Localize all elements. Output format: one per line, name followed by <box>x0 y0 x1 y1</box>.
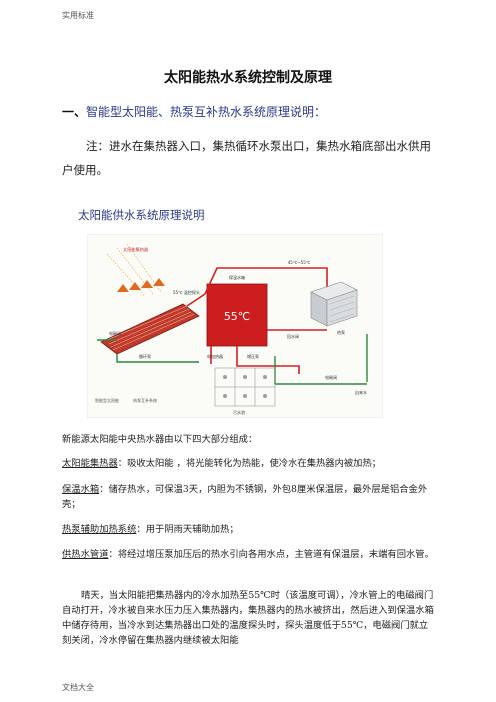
label-solar-collector: 太阳能集热器 <box>123 246 149 253</box>
note-paragraph: 注：进水在集热器入口，集热循环水泵出口，集热水箱底部出水供用户使用。 <box>62 139 431 177</box>
label-return-valve: 回水阀 <box>287 333 299 339</box>
page-footer: 文档大全 <box>62 683 94 692</box>
hot-pipes <box>186 267 328 374</box>
caption-left: 智能型太阳能 <box>95 397 119 403</box>
section-number: 一、 <box>62 105 87 119</box>
part-tank: 保温水箱：储存热水，可保温3天，内胆为不锈钢，外包8厘米保温层，最外层是铝合金外… <box>62 482 434 512</box>
collector-hats <box>117 278 165 292</box>
part-desc: ：吸收太阳能 ，将光能转化为热能，使冷水在集热器内被加热； <box>117 458 382 469</box>
label-insulated-tank: 保温水箱 <box>229 274 245 280</box>
label-heat-pump: 热泵 <box>337 329 345 335</box>
insulated-tank <box>206 283 268 347</box>
fixture-icons <box>223 375 267 398</box>
solar-collector-panel <box>100 303 200 355</box>
part-term: 供热水管道 <box>62 549 109 560</box>
part-desc: ：将经过增压泵加压后的热水引向各用水点，主管道有保温层，末端有回水管。 <box>108 549 434 560</box>
label-temp-sensor: 55℃ 温控探头 <box>173 289 200 295</box>
part-term: 热泵辅助加热系统 <box>62 524 137 535</box>
part-desc: ：储存热水，可保温3天，内胆为不锈钢，外包8厘米保温层，最外层是铝合金外壳； <box>62 484 428 510</box>
body-paragraph: 晴天，当太阳能把集热器内的冷水加热至55℃时（该温度可调），冷水管上的电磁阀门自… <box>62 590 434 646</box>
section-heading: 一、智能型太阳能、热泵互补热水系统原理说明： <box>62 103 326 120</box>
part-term: 保温水箱 <box>62 484 100 495</box>
label-tap-water: 自来水 <box>355 389 367 395</box>
label-makeup-valve: 电磁阀 <box>325 374 337 380</box>
part-heat-pump: 热泵辅助加热系统：用于阴雨天辅助加热； <box>62 522 434 537</box>
section-title: 智能型太阳能、热泵互补热水系统原理说明： <box>86 105 327 119</box>
system-diagram: 太阳能集热器 55℃ 保温水箱 55℃ 温控探头 45℃~55℃ 热泵 回水阀 <box>87 234 383 418</box>
caption-right: 热泵互补系统 <box>133 397 157 403</box>
part-pipes: 供热水管道：将经过增压泵加压后的热水引向各用水点，主管道有保温层，末端有回水管。 <box>62 547 434 562</box>
intro-text: 新能源太阳能中央热水器由以下四大部分组成： <box>62 434 258 445</box>
label-range: 45℃~55℃ <box>288 260 311 265</box>
label-circ-pump: 循环泵 <box>139 353 151 359</box>
part-desc: ：用于阴雨天辅助加热； <box>136 524 239 535</box>
label-solenoid-valve: 电磁阀 <box>109 330 121 336</box>
label-tank-temp: 55℃ <box>224 310 250 323</box>
label-boost-pump: 增压泵 <box>247 353 259 359</box>
heat-pump-unit <box>310 281 358 327</box>
part-collector: 太阳能集热器：吸收太阳能 ，将光能转化为热能，使冷水在集热器内被加热； <box>62 456 434 471</box>
part-term: 太阳能集热器 <box>62 458 118 469</box>
label-drain: 污水池 <box>233 409 245 415</box>
label-electric-heater: 电加热器 <box>207 353 223 359</box>
user-fixtures <box>214 367 276 407</box>
page-title: 太阳能热水系统控制及原理 <box>164 70 332 86</box>
subheading: 太阳能供水系统原理说明 <box>78 208 205 222</box>
page-header: 实用标准 <box>62 11 94 20</box>
